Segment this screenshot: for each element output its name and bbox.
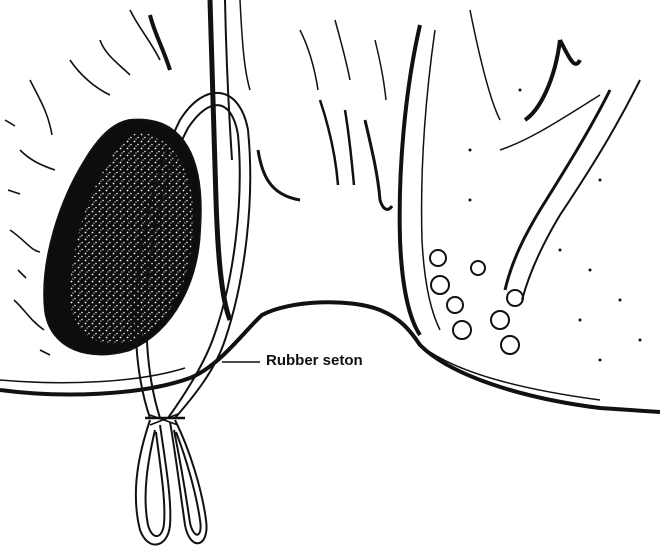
rubber-seton (134, 92, 252, 546)
venous-plexus (429, 249, 524, 355)
anal-canal (207, 0, 394, 321)
right-tissue-dots (468, 88, 642, 362)
skin-contour (0, 300, 660, 414)
rubber-seton-label: Rubber seton (266, 352, 363, 369)
left-tissue-lines (4, 9, 172, 356)
right-sphincter (397, 9, 641, 337)
